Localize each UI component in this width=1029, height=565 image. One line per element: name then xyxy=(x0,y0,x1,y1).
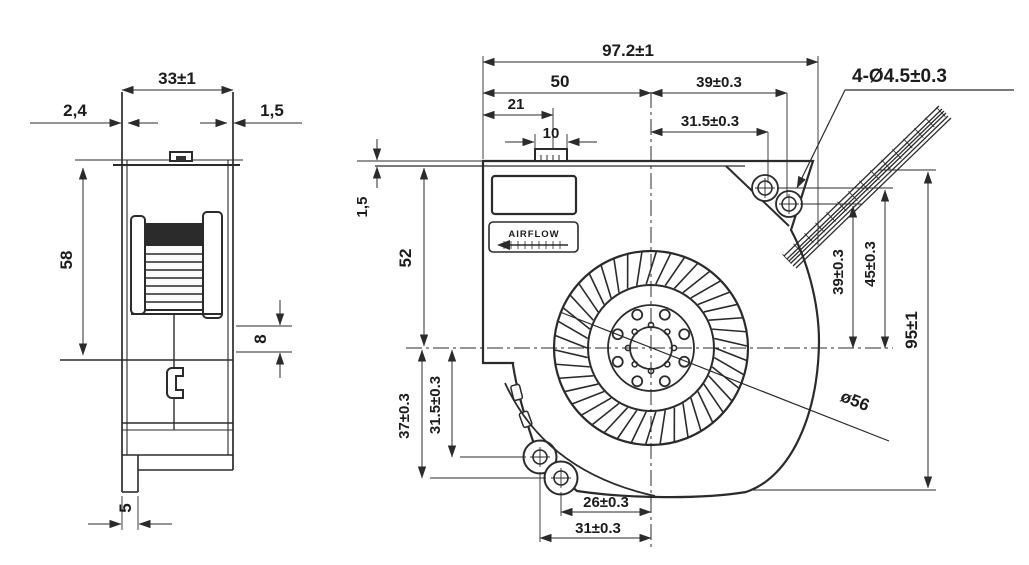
dim-overall-height: 95±1 xyxy=(902,311,921,349)
dim-top-lip: 1,5 xyxy=(354,197,371,218)
mounting-hole-top-2 xyxy=(776,191,802,217)
mounting-hole-top-1 xyxy=(752,175,778,201)
side-dimensions xyxy=(30,85,302,530)
side-motor-assembly xyxy=(131,212,222,430)
dim-hole-left-high: 31.5±0.3 xyxy=(427,376,444,434)
mounting-hole-bottom-1 xyxy=(530,447,550,467)
diameter-leader-line xyxy=(560,312,889,441)
side-clip xyxy=(167,368,183,398)
dim-tab-width: 10 xyxy=(543,125,560,142)
front-dimension-labels: 97.2±1 50 39±0.3 21 31.5±0.3 10 1,5 52 3… xyxy=(354,41,947,537)
dim-hole-top-outer: 39±0.3 xyxy=(696,74,742,91)
impeller-blade-inner-circle xyxy=(588,285,714,411)
dim-side-width: 33±1 xyxy=(158,69,196,88)
side-top-tab xyxy=(170,152,192,161)
airflow-label: AIRFLOW xyxy=(489,176,578,252)
dim-hole-bottom-outer: 31±0.3 xyxy=(575,520,621,537)
front-dimensions xyxy=(372,56,936,543)
dim-left-to-tab: 21 xyxy=(508,96,525,113)
impeller-outer-circle xyxy=(554,251,748,445)
nameplate-box xyxy=(492,176,576,214)
dim-side-foot: 5 xyxy=(116,503,135,512)
mounting-hole-bottom-2 xyxy=(551,468,571,488)
centerlines xyxy=(406,92,893,548)
front-view: AIRFLOW xyxy=(354,41,1014,548)
impeller-blades-and-holes xyxy=(555,252,748,445)
side-view: 33±1 2,4 1,5 58 8 5 xyxy=(30,69,302,530)
dim-top-to-center: 52 xyxy=(396,249,415,268)
dim-side-right-flange: 1,5 xyxy=(260,101,284,120)
side-dimension-labels: 33±1 2,4 1,5 58 8 5 xyxy=(57,69,284,513)
dim-left-to-center: 50 xyxy=(551,72,570,91)
dim-hole-top-inner: 31.5±0.3 xyxy=(681,113,739,130)
airflow-text: AIRFLOW xyxy=(508,229,559,240)
dim-overall-width: 97.2±1 xyxy=(602,41,654,60)
dim-side-step: 8 xyxy=(251,334,270,343)
dim-hole-right-outer: 45±0.3 xyxy=(862,241,879,287)
airflow-arrow-icon xyxy=(497,240,510,250)
dim-side-height: 58 xyxy=(57,251,76,270)
callout-mounting-holes: 4-Ø4.5±0.3 xyxy=(852,66,947,87)
impeller-hub-circle xyxy=(608,305,694,391)
dim-hole-left-low: 37±0.3 xyxy=(396,393,413,439)
dim-hole-right-inner: 39±0.3 xyxy=(830,249,847,295)
dim-side-left-flange: 2,4 xyxy=(63,101,87,120)
dim-hole-bottom-inner: 26±0.3 xyxy=(583,494,629,511)
mounting-holes-callout-leader xyxy=(797,90,1014,189)
front-top-tab xyxy=(535,149,567,161)
side-body-outline xyxy=(60,92,243,492)
dim-impeller-diameter: ø56 xyxy=(838,387,872,415)
impeller xyxy=(554,251,748,445)
outlet-inner-wall xyxy=(505,383,655,496)
